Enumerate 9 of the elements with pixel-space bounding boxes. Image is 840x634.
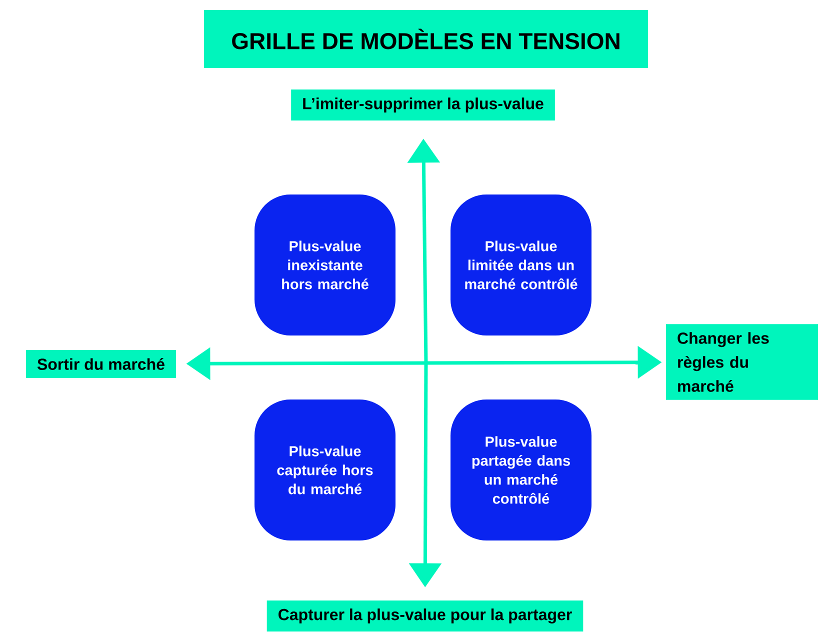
- title-box: GRILLE DE MODÈLES EN TENSION: [204, 10, 648, 68]
- axis-label: L’imiter-supprimer la plus-value: [291, 90, 555, 120]
- quadrant-box: Plus-value partagée dans un marché contrôlé: [450, 400, 592, 540]
- quadrant-box: Plus-value capturée hors du marché: [254, 400, 396, 540]
- quadrant-box: Plus-value inexistante hors marché: [254, 194, 396, 336]
- axis-label: Capturer la plus-value pour la partager: [266, 600, 584, 632]
- quadrant-box: Plus-value limitée dans un marché contrôlé: [450, 194, 592, 336]
- axis-label: Changer les règles du marché: [666, 324, 818, 400]
- axis-label: Sortir du marché: [26, 350, 176, 378]
